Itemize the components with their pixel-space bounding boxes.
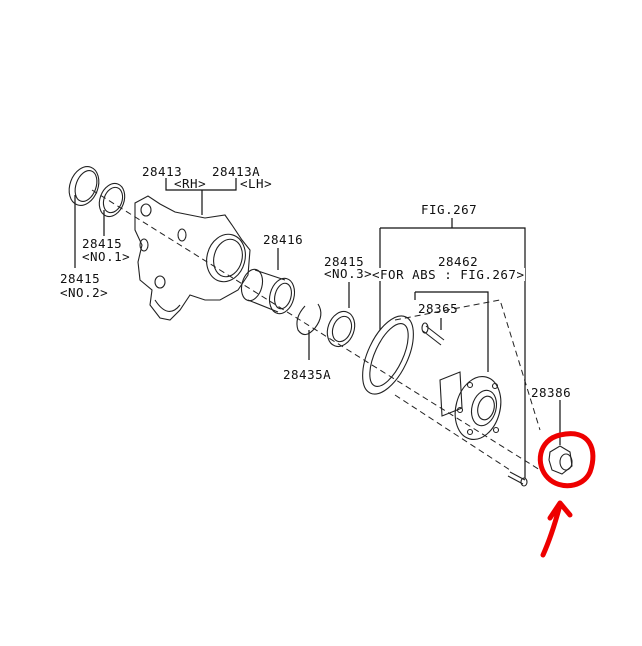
seal-no3-drawing bbox=[326, 310, 356, 348]
label-28415-no1: 28415 bbox=[82, 236, 123, 251]
arrow-icon bbox=[540, 500, 573, 558]
red-annotation bbox=[537, 431, 596, 558]
bearing-drawing bbox=[240, 268, 296, 315]
label-28413a: 28413A bbox=[212, 164, 261, 179]
label-28415-no2: 28415 bbox=[60, 271, 101, 286]
hub-bolt-drawing bbox=[421, 322, 445, 346]
label-28415-no3: 28415 bbox=[324, 254, 365, 269]
hub-drawing bbox=[439, 371, 502, 440]
seal-no1-drawing bbox=[98, 182, 126, 218]
label-28462: 28462 bbox=[438, 254, 479, 269]
knuckle-drawing bbox=[134, 195, 251, 321]
label-28415-no1-note: <NO.1> bbox=[82, 249, 131, 264]
snap-ring-drawing bbox=[296, 303, 322, 336]
abs-ring-drawing bbox=[362, 315, 414, 395]
highlight-circle bbox=[537, 431, 596, 489]
label-28413a-lh: <LH> bbox=[240, 176, 273, 191]
label-28413: 28413 bbox=[142, 164, 183, 179]
nut-drawing bbox=[548, 445, 573, 475]
label-28435a: 28435A bbox=[283, 367, 332, 382]
label-fig267: FIG.267 bbox=[421, 202, 478, 217]
label-28415-no2-note: <NO.2> bbox=[60, 285, 109, 300]
label-28386: 28386 bbox=[531, 385, 572, 400]
lower-bolt-drawing bbox=[507, 471, 528, 487]
leader-lines bbox=[74, 178, 561, 478]
label-28416: 28416 bbox=[263, 232, 304, 247]
label-28365: 28365 bbox=[418, 301, 459, 316]
label-28462-note: <FOR ABS : FIG.267> bbox=[372, 267, 525, 282]
label-28415-no3-note: <NO.3> bbox=[324, 266, 373, 281]
seal-no2-drawing bbox=[68, 166, 100, 206]
label-28413-rh: <RH> bbox=[174, 176, 207, 191]
